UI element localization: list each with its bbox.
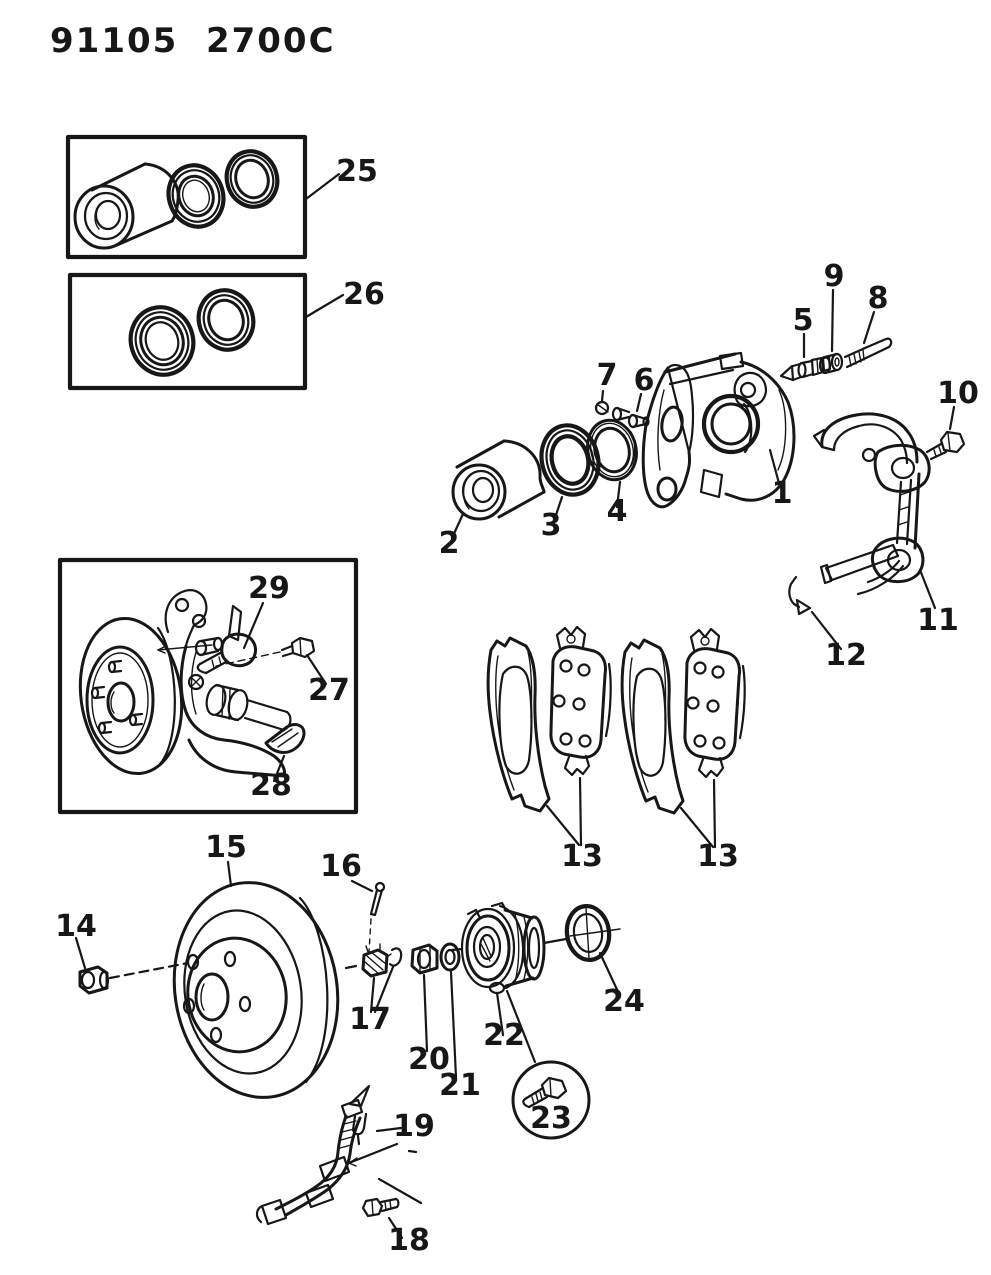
callout-26: 26	[343, 277, 385, 312]
callout-22: 22	[483, 1018, 525, 1053]
callout-13-right: 13	[697, 839, 739, 874]
callout-9: 9	[824, 259, 845, 294]
callout-19: 19	[393, 1109, 435, 1144]
adapter-bolt: 10	[925, 376, 979, 461]
callout-28: 28	[250, 768, 292, 803]
callout-11: 11	[917, 603, 959, 638]
pad-retainer-screws: 6	[611, 363, 655, 429]
caliper-seal-kit-box: 26	[67, 272, 385, 391]
callout-13-left: 13	[561, 839, 603, 874]
caliper-adapter: 11	[812, 412, 959, 638]
callout-15: 15	[205, 830, 247, 865]
callout-14: 14	[55, 909, 97, 944]
bleeder-screw: 5	[779, 303, 832, 382]
callout-29: 29	[248, 571, 290, 606]
wheel-stud-nut: 14	[55, 909, 190, 995]
caliper-piston: 2	[439, 439, 546, 561]
callout-20: 20	[408, 1042, 450, 1077]
piston-dust-boot: 4	[586, 418, 638, 529]
callout-16: 16	[320, 849, 362, 884]
callout-5: 5	[793, 303, 814, 338]
caliper-housing: 1	[641, 351, 796, 511]
callout-25: 25	[336, 154, 378, 189]
callout-24: 24	[603, 984, 645, 1019]
callout-8: 8	[868, 281, 889, 316]
hub-and-bearing: 22	[450, 901, 568, 1064]
wear-sensor-clip: 12	[788, 575, 867, 673]
callout-3: 3	[541, 508, 562, 543]
callout-12: 12	[825, 638, 867, 673]
brake-pad-set-right	[620, 627, 747, 849]
callout-17: 17	[349, 1002, 391, 1037]
spindle-washer: 21	[439, 942, 481, 1103]
brake-hose-assembly: 19	[255, 1084, 435, 1226]
hub-nut: 20	[408, 943, 450, 1077]
tie-rod-end: 29	[196, 571, 290, 675]
guide-pin: 8	[843, 281, 893, 369]
bracket-bolt: 18	[361, 1197, 430, 1258]
cotter-pin: 16	[320, 849, 386, 953]
callout-2: 2	[439, 526, 460, 561]
wheel-studs	[90, 659, 144, 735]
callout-18: 18	[388, 1223, 430, 1258]
callout-10: 10	[937, 376, 979, 411]
knuckle-bolt: 27	[215, 636, 350, 708]
callout-27: 27	[308, 673, 350, 708]
knuckle-assembly-box: 29 27 28	[57, 557, 359, 815]
callout-23: 23	[530, 1101, 572, 1136]
callout-21: 21	[439, 1068, 481, 1103]
grease-seal: 24	[564, 904, 645, 1019]
brake-pad-set-left	[486, 625, 612, 847]
caliper-piston-kit-box: 25	[65, 134, 378, 260]
guide-pin-bushing: 9	[818, 259, 845, 375]
callout-4: 4	[607, 494, 628, 529]
drawing-number: 91105 2700C	[50, 21, 336, 61]
callout-6: 6	[634, 363, 655, 398]
dust-shield-clip: 28	[250, 723, 306, 803]
retainer-screw: 7	[594, 358, 618, 416]
callout-1: 1	[772, 476, 793, 511]
callout-7: 7	[597, 358, 618, 393]
hub-bolt-detail: 23	[511, 1060, 591, 1140]
nut-lock-and-washer: 17	[344, 943, 403, 1037]
